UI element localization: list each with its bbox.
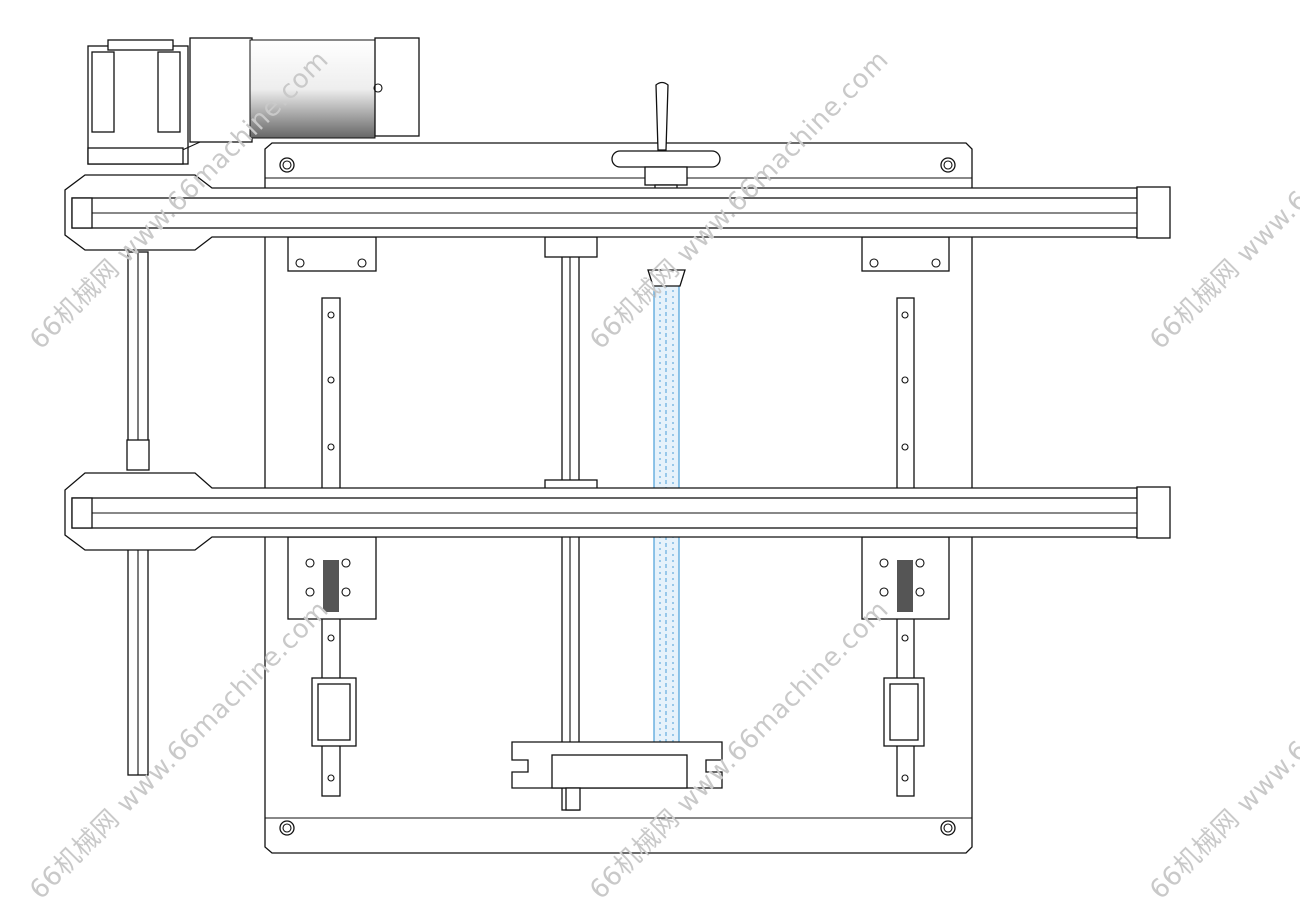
nut-bracket — [511, 741, 723, 811]
conveyor-beam-top — [64, 174, 1171, 251]
top-brackets — [287, 236, 950, 272]
conveyor-beam-bottom — [64, 472, 1171, 551]
mounting-holes — [279, 157, 956, 836]
gear-motor — [87, 37, 420, 165]
rail-sliders — [311, 677, 925, 747]
handwheel[interactable] — [611, 81, 721, 196]
cad-drawing — [64, 37, 1171, 854]
